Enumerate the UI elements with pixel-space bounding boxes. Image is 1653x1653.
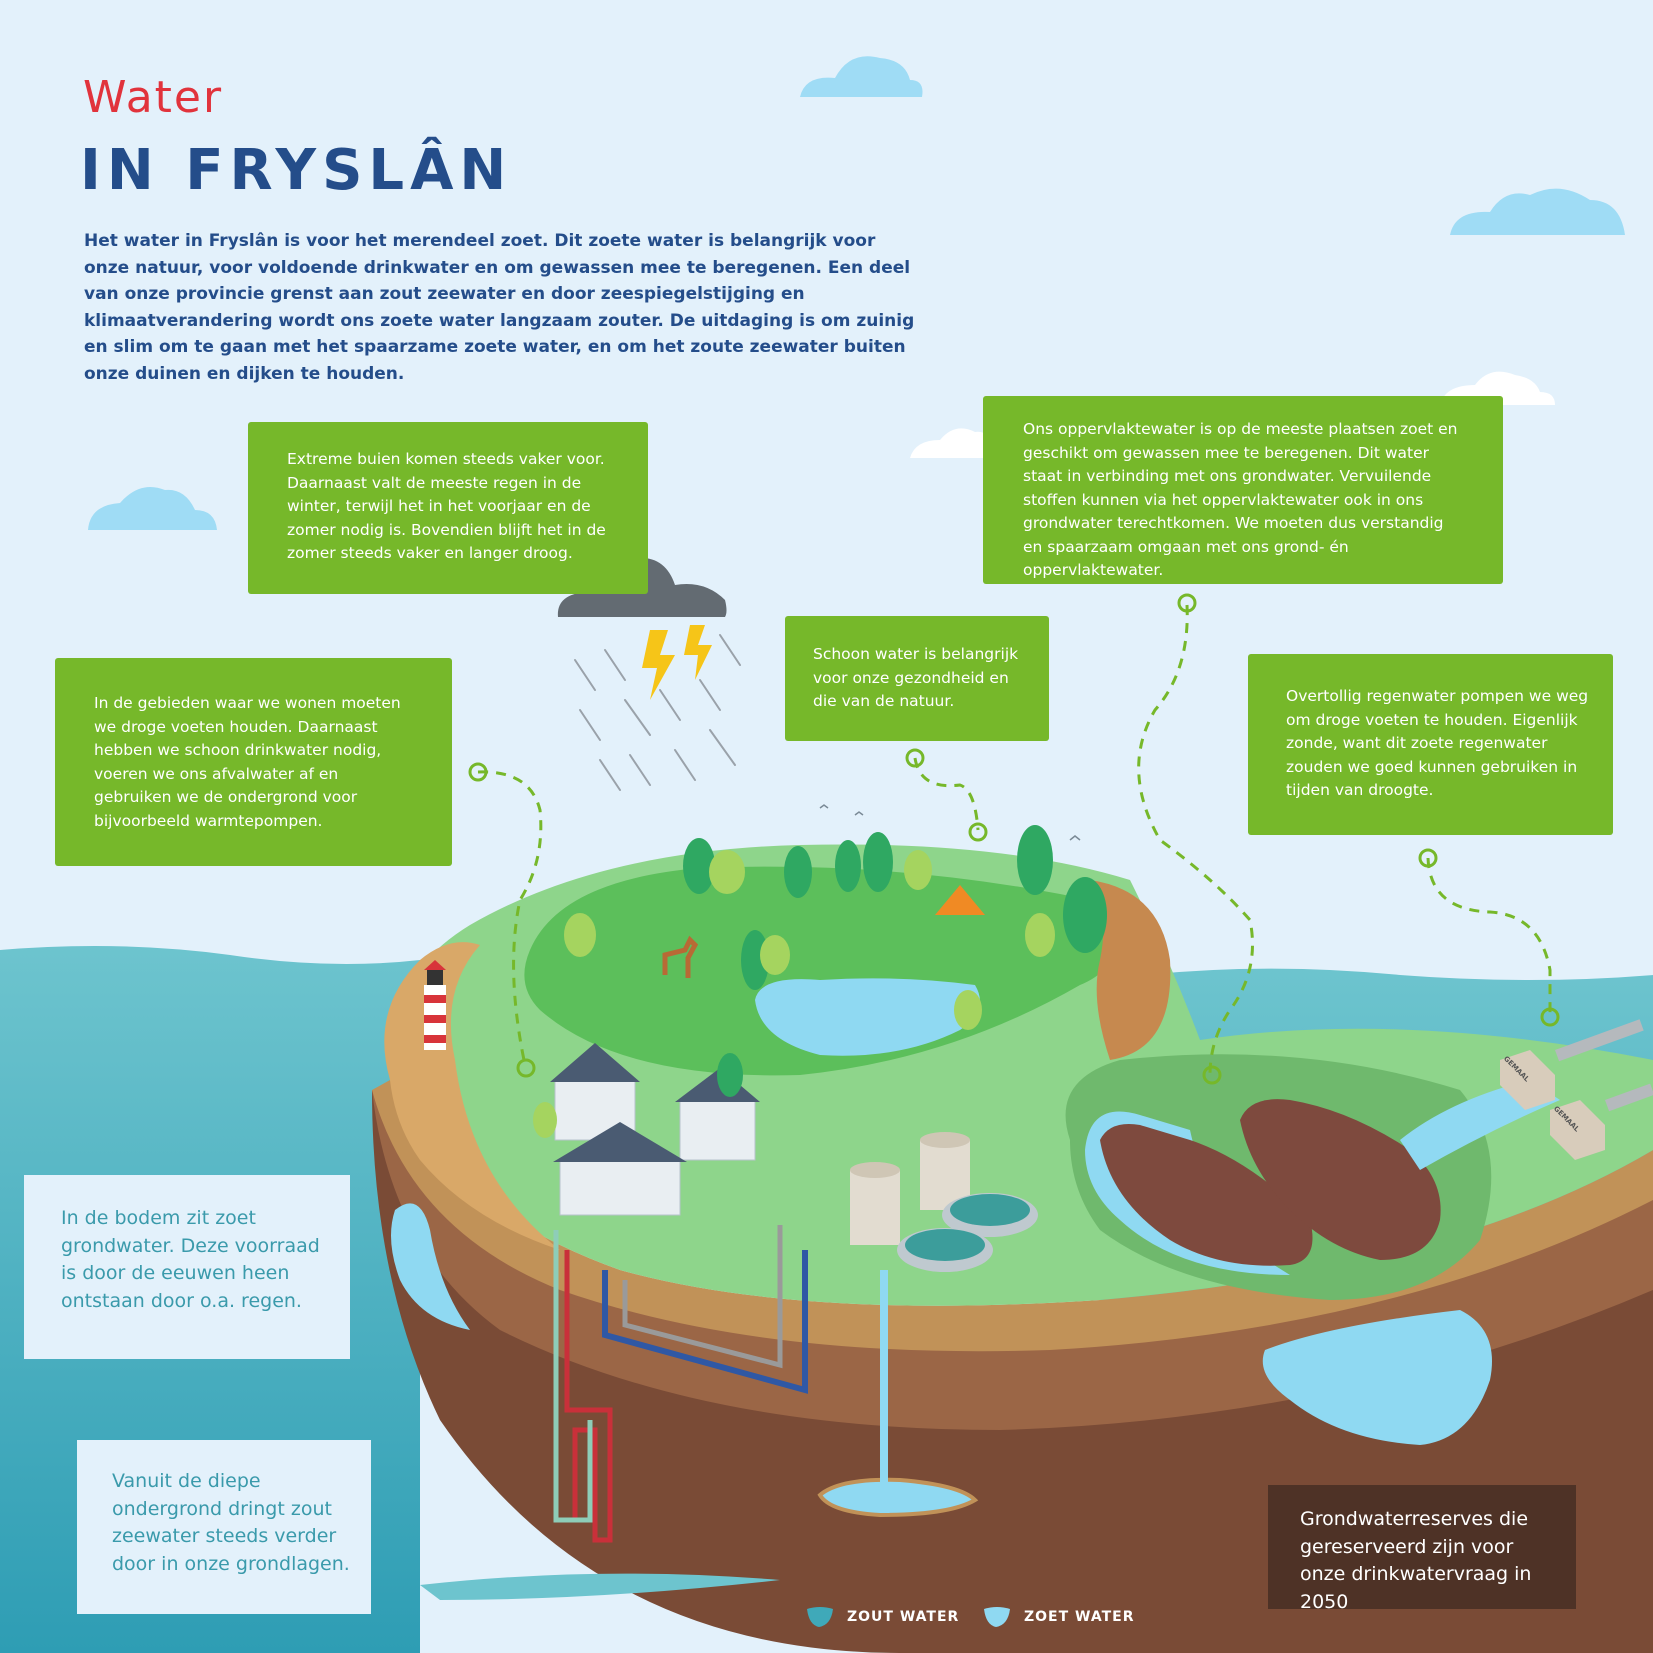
salt-intrusion-wedge [420,1573,780,1600]
callout-rain-text: Extreme buien komen steeds vaker voor. D… [287,450,606,562]
drinking-water-pipe [880,1270,888,1485]
page-title-frieslan: IN FRYSLÂN [80,138,513,203]
callout-living-areas: In de gebieden waar we wonen moeten we d… [55,658,452,866]
birds [819,804,1081,841]
callout-rain: Extreme buien komen steeds vaker voor. D… [248,422,648,594]
callout-groundwater: In de bodem zit zoet grondwater. Deze vo… [24,1175,350,1359]
heat-pump-pipe-red [564,1250,613,1543]
rain-streaks [574,634,741,791]
tent [935,885,985,915]
legend-salt-water-label: ZOUT WATER [847,1609,960,1625]
page-title-water: Water [83,72,224,123]
groundwater-lens-right [1262,1310,1492,1445]
deer [662,935,699,978]
callout-salt-intrusion-text: Vanuit de diepe ondergrond dringt zout z… [112,1470,350,1575]
houses [550,1043,760,1216]
callout-clean-water: Schoon water is belangrijk voor onze gez… [785,616,1049,741]
cliff-right [1090,880,1171,1060]
callout-groundwater-text: In de bodem zit zoet grondwater. Deze vo… [61,1207,320,1312]
trees [533,825,1107,1138]
callout-surface-water: Ons oppervlaktewater is op de meeste pla… [983,396,1503,584]
lightning-bolts [642,625,712,700]
legend-fresh-water: ZOET WATER [982,1605,1135,1629]
salt-water-swatch-icon [807,1607,833,1627]
connector-dots [468,593,1560,1085]
callout-rainwater-pumping: Overtollig regenwater pompen we weg om d… [1248,654,1613,835]
callout-groundwater-reserves-text: Grondwaterreserves die gereserveerd zijn… [1300,1508,1532,1613]
legend-salt-water: ZOUT WATER [805,1605,959,1629]
callout-surface-water-text: Ons oppervlaktewater is op de meeste pla… [1023,420,1458,579]
clouds [88,56,1625,530]
groundwater-lens-left [391,1203,470,1330]
pumping-stations [1500,1019,1653,1160]
callout-groundwater-reserves: Grondwaterreserves die gereserveerd zijn… [1268,1485,1576,1613]
fresh-water-swatch-icon [984,1607,1010,1627]
intro-text: Het water in Fryslân is voor het merende… [84,231,915,384]
callout-clean-water-text: Schoon water is belangrijk voor onze gez… [813,645,1019,710]
callout-rainwater-pumping-text: Overtollig regenwater pompen we weg om d… [1286,687,1589,799]
legend-fresh-water-label: ZOET WATER [1024,1609,1135,1625]
sewer-pipe-blue [602,1250,808,1394]
heat-pump-pipe-light [553,1230,593,1523]
pond [755,978,980,1056]
field-plot-2 [1240,1099,1441,1260]
deep-aquifer [817,1477,979,1518]
callout-living-areas-text: In de gebieden waar we wonen moeten we d… [94,694,401,830]
sewer-pipe-grey [622,1225,783,1369]
lighthouse [424,960,446,1050]
water-treatment-plant [850,1132,1038,1272]
callout-salt-intrusion: Vanuit de diepe ondergrond dringt zout z… [77,1440,371,1614]
field-plot-1 [1100,1124,1313,1266]
callout-connectors [477,604,1552,1076]
